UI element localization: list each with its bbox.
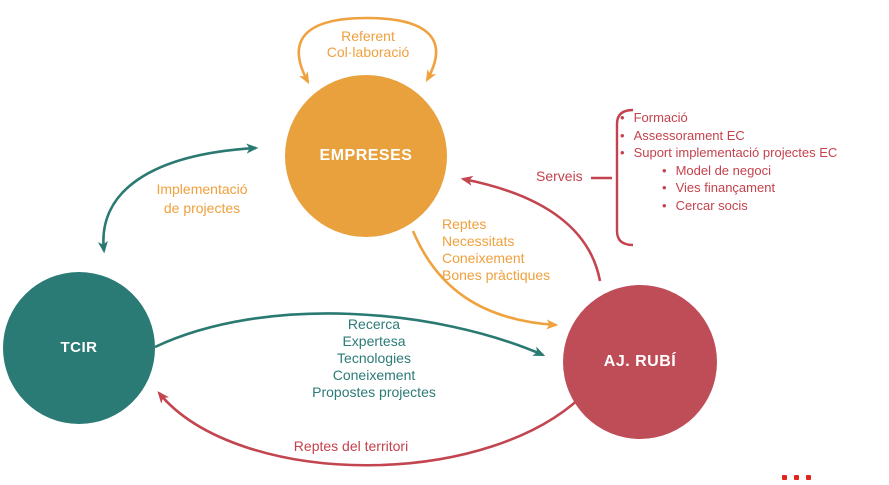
service-sub-item: Model de negoci [620, 162, 882, 180]
tcir-label: TCIR [60, 339, 98, 356]
services-list: Formació Assessorament EC Suport impleme… [620, 109, 882, 214]
implementacio-line-1: Implementació [156, 181, 248, 197]
left-bracket-icon [615, 108, 634, 247]
implementacio-label: Implementació de projectes [131, 180, 273, 218]
empreses-circle [285, 75, 447, 237]
red-ellipsis-dot-icon [794, 475, 799, 480]
tcir-contribution-line: Propostes projectes [312, 384, 436, 400]
service-item: Assessorament EC [620, 127, 882, 145]
tcir-circle [3, 272, 155, 424]
implementacio-line-2: de projectes [163, 200, 241, 216]
arrow-tcir-to-ajrubi [154, 312, 546, 357]
serveis-label: Serveis [536, 168, 583, 184]
empreses-label: EMPRESES [319, 147, 413, 164]
reptes-line: Reptes [442, 216, 487, 232]
reptes-line: Coneixement [442, 250, 525, 266]
red-ellipsis-dot-icon [782, 475, 787, 480]
reptes-label-list: Reptes Necessitats Coneixement Bones prà… [442, 216, 550, 284]
arrow-empreses-self-loop [297, 16, 438, 85]
arrow-empreses-to-ajrubi [411, 230, 559, 330]
service-item: Suport implementació projectes EC [620, 144, 882, 162]
tcir-contribution-line: Tecnologies [337, 350, 411, 366]
arrow-tcir-empreses [97, 143, 259, 254]
arrow-ajrubi-to-empreses-serveis [460, 175, 602, 282]
red-ellipsis-dot-icon [806, 475, 811, 480]
reptes-line: Bones pràctiques [442, 267, 551, 283]
ajrubi-label: AJ. RUBÍ [603, 353, 677, 370]
tcir-contribution-line: Expertesa [342, 333, 406, 349]
self-loop-line-1: Referent [341, 28, 395, 44]
tcir-contribution-line: Recerca [347, 316, 401, 332]
service-item: Formació [620, 109, 882, 127]
arrow-ajrubi-to-tcir-territori [157, 388, 590, 467]
service-sub-item: Cercar socis [620, 197, 882, 215]
tcir-contribution-line: Coneixement [332, 367, 416, 383]
self-loop-label: Referent Col·laboració [293, 28, 443, 60]
self-loop-line-2: Col·laboració [326, 44, 410, 60]
reptes-territori-label: Reptes del territori [293, 438, 409, 454]
tcir-contribution-list: Recerca Expertesa Tecnologies Coneixemen… [289, 316, 459, 401]
ajrubi-circle [563, 285, 717, 439]
reptes-line: Necessitats [442, 233, 515, 249]
service-sub-item: Vies finançament [620, 179, 882, 197]
